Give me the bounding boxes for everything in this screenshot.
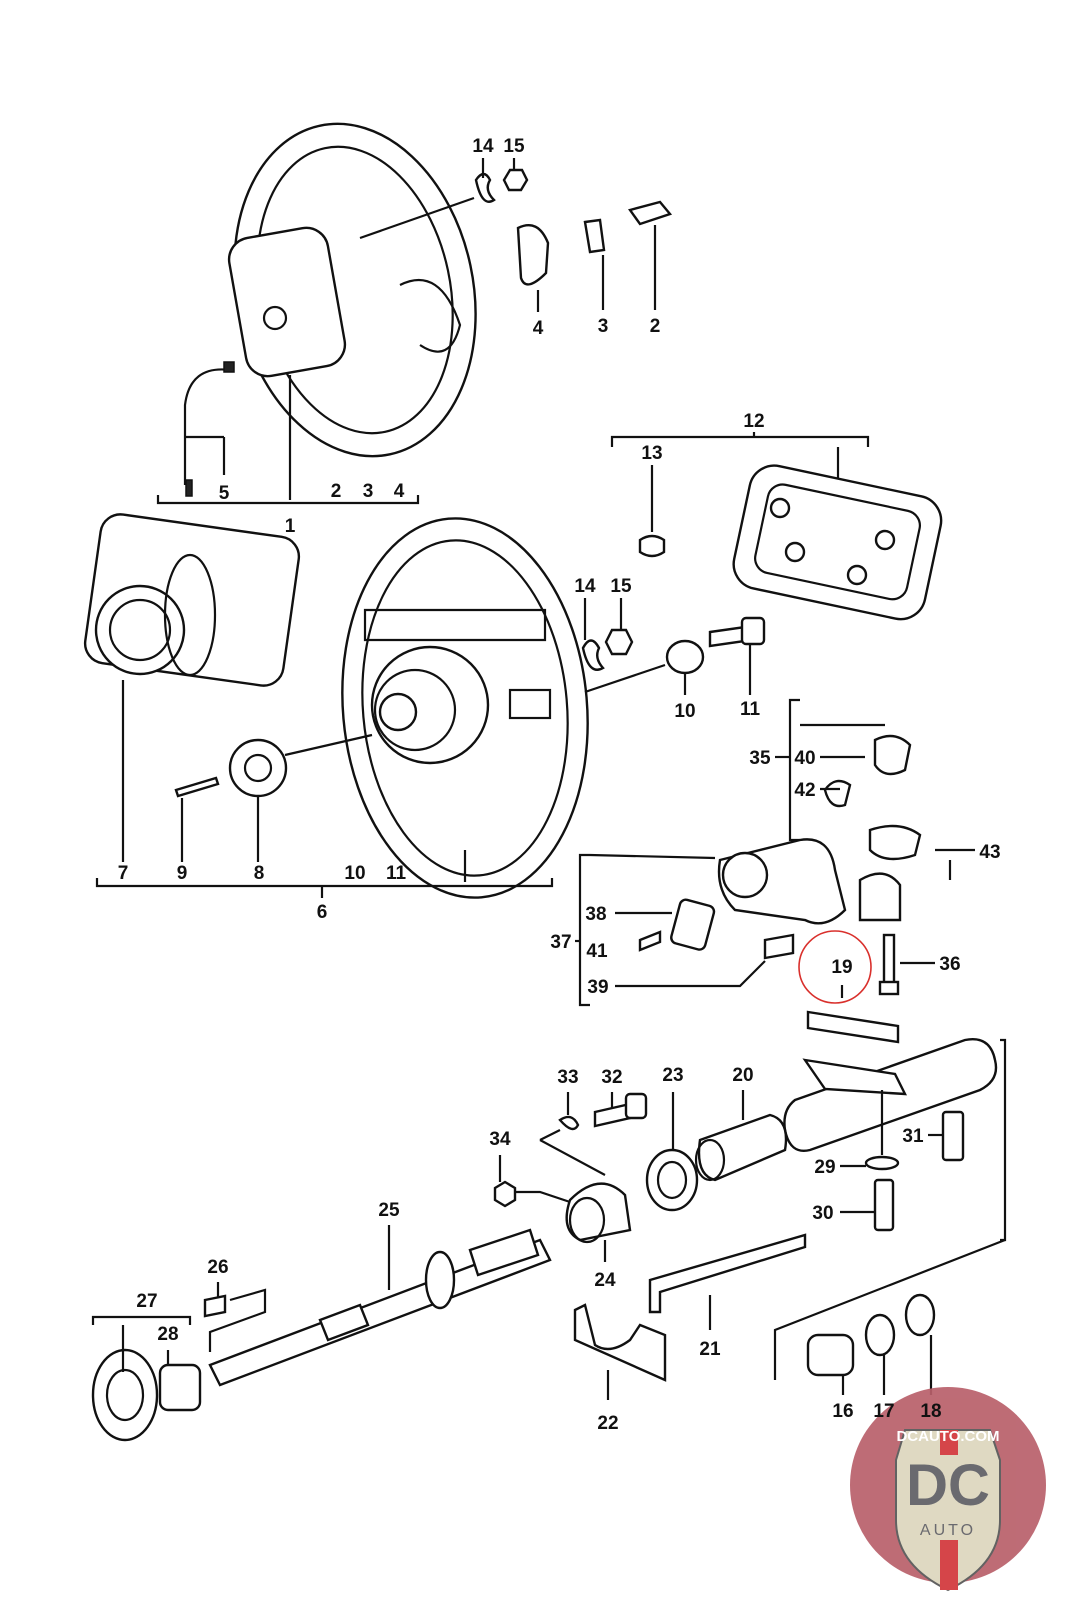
callout: 3	[598, 316, 609, 337]
callout: 29	[814, 1157, 835, 1178]
callout: 35	[749, 748, 771, 769]
callout: 9	[177, 863, 188, 884]
shim-and-bolt-36	[806, 933, 935, 1044]
bearing-27-28	[91, 1282, 267, 1442]
contact-ring-and-screw	[95, 733, 554, 898]
callout: 39	[587, 977, 608, 998]
watermark-mark-text: DC	[906, 1453, 990, 1518]
callout: 25	[378, 1200, 400, 1221]
small-parts-top	[359, 158, 673, 312]
watermark-word-text: AUTO	[920, 1522, 976, 1539]
callout: 16	[832, 1401, 853, 1422]
highlight-circle-19	[798, 930, 872, 1004]
callout-highlighted: 19	[831, 957, 852, 978]
callout: 36	[939, 954, 960, 975]
callout: 8	[254, 863, 265, 884]
callout: 5	[219, 483, 230, 504]
callout: 30	[812, 1203, 833, 1224]
callout: 20	[732, 1065, 753, 1086]
dcauto-watermark-logo: DCAUTO.COM DC AUTO	[850, 1387, 1046, 1592]
callout: 38	[585, 904, 606, 925]
callout: 37	[550, 932, 571, 953]
callout: 26	[207, 1257, 228, 1278]
callout: 27	[136, 1291, 157, 1312]
callout: 40	[794, 748, 815, 769]
nut-washer-bolt	[581, 598, 766, 695]
callout: 23	[662, 1065, 683, 1086]
callout-labels: 14 15 4 3 2 5 2 3 4 1 12 13 14 15 10 11 …	[118, 136, 1001, 1434]
callout: 4	[533, 318, 544, 339]
callout: 43	[979, 842, 1000, 863]
callout: 41	[586, 941, 608, 962]
callout: 14	[472, 136, 494, 157]
callout: 11	[386, 863, 407, 884]
callout: 4	[394, 481, 405, 502]
callout: 3	[363, 481, 374, 502]
callout: 34	[489, 1129, 511, 1150]
callout: 12	[743, 411, 764, 432]
callout: 11	[740, 699, 761, 720]
callout: 42	[794, 780, 815, 801]
callout: 10	[344, 863, 365, 884]
callout: 33	[557, 1067, 578, 1088]
callout: 17	[873, 1401, 894, 1422]
steering-lock-housing	[717, 698, 975, 925]
callout: 22	[597, 1413, 618, 1434]
callout: 2	[650, 316, 661, 337]
bearing-sleeve-parts	[493, 1090, 788, 1262]
callout: 31	[902, 1126, 924, 1147]
callout: 13	[641, 443, 662, 464]
callout: 24	[594, 1270, 616, 1291]
steering-wheel-upper	[227, 122, 477, 500]
callout: 15	[610, 576, 632, 597]
steering-wheel-lower	[341, 517, 666, 899]
callout: 32	[601, 1067, 622, 1088]
ignition-switch-bracket	[575, 853, 795, 1007]
hub-cover	[83, 513, 301, 862]
callout: 6	[317, 902, 328, 923]
callout: 10	[674, 701, 695, 722]
horn-wire	[183, 361, 235, 497]
callout: 28	[157, 1324, 178, 1345]
bracket-1	[156, 495, 420, 505]
watermark-site-text: DCAUTO.COM	[896, 1428, 999, 1445]
steering-shaft	[208, 1225, 552, 1387]
column-tube	[773, 1038, 1007, 1380]
callout: 14	[574, 576, 596, 597]
parts-16-17-18	[806, 1293, 936, 1395]
callout: 15	[503, 136, 525, 157]
callout: 7	[118, 863, 129, 884]
callout: 2	[331, 481, 342, 502]
callout: 21	[699, 1339, 721, 1360]
horn-pad	[610, 432, 943, 621]
brackets-21-22	[573, 1233, 807, 1400]
callout: 1	[285, 516, 296, 537]
callout: 18	[920, 1401, 941, 1422]
